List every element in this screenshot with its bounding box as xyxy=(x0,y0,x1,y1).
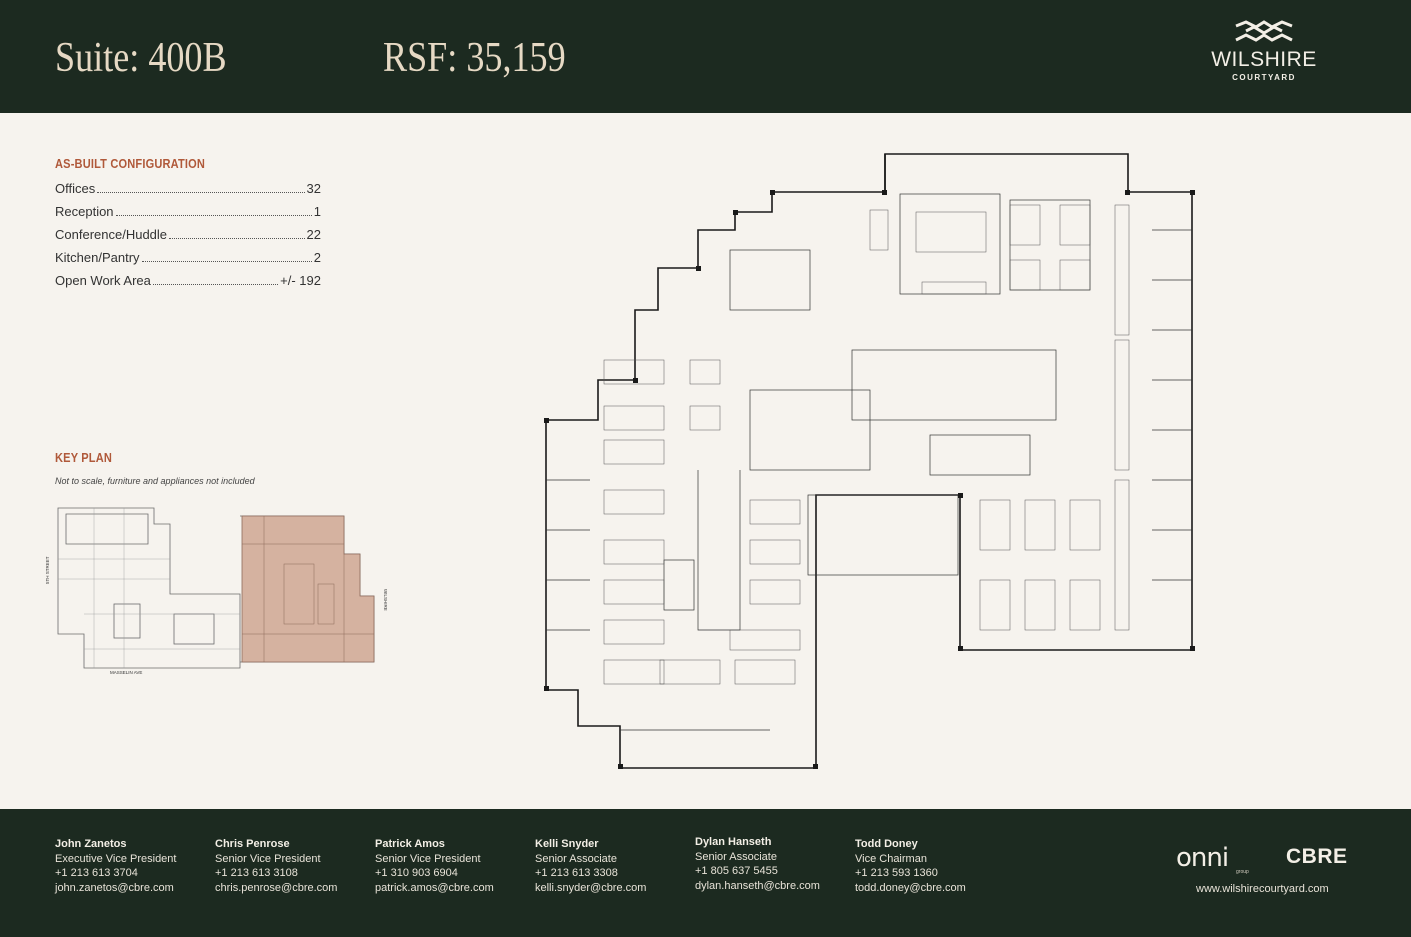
leader-dots xyxy=(141,261,312,262)
contact-card: Kelli Snyder Senior Associate +1 213 613… xyxy=(535,837,646,895)
contact-phone[interactable]: +1 213 613 3308 xyxy=(535,867,618,880)
contact-card: Chris Penrose Senior Vice President +1 2… xyxy=(215,837,337,895)
contact-email[interactable]: john.zanetos@cbre.com xyxy=(55,881,174,894)
contact-title: Senior Associate xyxy=(535,852,617,865)
contact-name: Chris Penrose xyxy=(215,838,290,850)
config-label: Open Work Area xyxy=(55,273,151,288)
contact-phone[interactable]: +1 805 637 5455 xyxy=(695,865,778,878)
contact-phone[interactable]: +1 213 613 3108 xyxy=(215,867,298,880)
contact-name: Todd Doney xyxy=(855,838,918,850)
wilshire-courtyard-logo: WILSHIRE COURTYARD xyxy=(1208,20,1320,92)
config-row: Conference/Huddle 22 xyxy=(55,227,321,250)
contact-title: Vice Chairman xyxy=(855,852,927,865)
leader-dots xyxy=(169,238,305,239)
brand-logos: onni group CBRE xyxy=(1176,843,1356,875)
footer-bar: John Zanetos Executive Vice President +1… xyxy=(0,809,1411,937)
street-label-right: WILSHIRE xyxy=(383,589,388,611)
config-row: Kitchen/Pantry 2 xyxy=(55,250,321,273)
contact-card: John Zanetos Executive Vice President +1… xyxy=(55,837,176,895)
logo-subtitle: COURTYARD xyxy=(1232,73,1296,82)
contact-card: Dylan Hanseth Senior Associate +1 805 63… xyxy=(695,835,820,893)
rentable-square-feet: RSF: 35,159 xyxy=(383,35,566,81)
contact-email[interactable]: todd.doney@cbre.com xyxy=(855,881,966,894)
config-value: 1 xyxy=(313,204,321,219)
config-label: Kitchen/Pantry xyxy=(55,250,140,265)
contact-title: Senior Associate xyxy=(695,850,777,863)
contact-name: Patrick Amos xyxy=(375,838,445,850)
config-label: Conference/Huddle xyxy=(55,227,168,242)
wave-logo-icon xyxy=(1235,20,1293,42)
config-value: 32 xyxy=(306,181,321,196)
floor-plan-drawing xyxy=(544,153,1195,769)
logo-wordmark: WILSHIRE xyxy=(1211,48,1317,71)
street-label-bottom: MASSELIN AVE xyxy=(110,670,142,675)
contact-email[interactable]: dylan.hanseth@cbre.com xyxy=(695,879,820,892)
contact-phone[interactable]: +1 213 593 1360 xyxy=(855,867,938,880)
config-label: Offices xyxy=(55,181,96,196)
header-bar: Suite: 400B RSF: 35,159 WILSHIRE COURTYA… xyxy=(0,0,1411,113)
website-link[interactable]: www.wilshirecourtyard.com xyxy=(1196,883,1329,895)
config-row: Offices 32 xyxy=(55,181,321,204)
leader-dots xyxy=(152,284,279,285)
contact-name: John Zanetos xyxy=(55,838,127,850)
contact-phone[interactable]: +1 310 903 6904 xyxy=(375,867,458,880)
config-label: Reception xyxy=(55,204,114,219)
key-plan-map: 5TH STREET WILSHIRE MASSELIN AVE xyxy=(45,507,388,675)
config-title: AS-BUILT CONFIGURATION xyxy=(55,156,206,171)
onni-logo-sub: group xyxy=(1236,869,1249,875)
onni-logo: onni xyxy=(1176,843,1229,873)
contact-email[interactable]: kelli.snyder@cbre.com xyxy=(535,881,647,894)
leader-dots xyxy=(97,192,305,193)
contact-card: Todd Doney Vice Chairman +1 213 593 1360… xyxy=(855,837,966,895)
config-value: 2 xyxy=(313,250,321,265)
contact-title: Senior Vice President xyxy=(215,852,321,865)
contact-card: Patrick Amos Senior Vice President +1 31… xyxy=(375,837,494,895)
keyplan-title: KEY PLAN xyxy=(55,450,113,465)
contact-phone[interactable]: +1 213 613 3704 xyxy=(55,867,138,880)
config-row: Open Work Area +/- 192 xyxy=(55,273,321,296)
contact-title: Senior Vice President xyxy=(375,852,481,865)
config-row: Reception 1 xyxy=(55,204,321,227)
suite-number: Suite: 400B xyxy=(55,35,227,81)
config-value: +/- 192 xyxy=(280,273,321,288)
contact-email[interactable]: chris.penrose@cbre.com xyxy=(215,881,338,894)
leader-dots xyxy=(115,215,312,216)
config-value: 22 xyxy=(306,227,321,242)
cbre-logo: CBRE xyxy=(1286,845,1348,868)
street-label-left: 5TH STREET xyxy=(45,556,50,584)
contact-name: Kelli Snyder xyxy=(535,838,599,850)
contact-title: Executive Vice President xyxy=(55,852,177,865)
contact-email[interactable]: patrick.amos@cbre.com xyxy=(375,881,494,894)
keyplan-note: Not to scale, furniture and appliances n… xyxy=(55,476,255,486)
contact-name: Dylan Hanseth xyxy=(695,836,772,848)
